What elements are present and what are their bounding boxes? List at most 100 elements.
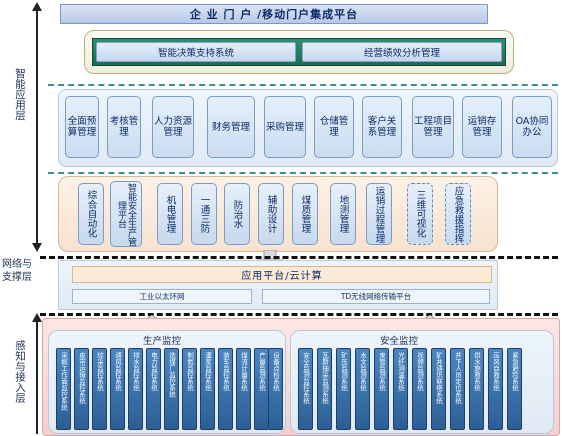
axis-arrow-up-sensing bbox=[32, 313, 42, 322]
prod-item-11: 应急救援指挥 bbox=[445, 183, 471, 245]
sm-item-9: 井下人员定位系统 bbox=[450, 348, 465, 430]
prod-item-8: 地测管理 bbox=[330, 183, 356, 245]
pm-item-5-label: 排水监控系统 bbox=[131, 352, 140, 391]
axis-line-app bbox=[36, 10, 38, 247]
safety-monitor-title: 安全监控 bbox=[380, 336, 419, 347]
prod-item-6: 辅助设计 bbox=[258, 183, 284, 245]
pm-item-8: 制氮监控系统 bbox=[182, 348, 197, 430]
sm-item-10-label: 供水施救系统 bbox=[472, 352, 481, 391]
prod-item-4-label: 一通三防 bbox=[198, 195, 210, 233]
layer-label-network: 网络与支撑层 bbox=[2, 259, 32, 283]
mgmt-item-8: 工程项目管理 bbox=[412, 96, 454, 158]
prod-item-4: 一通三防 bbox=[191, 183, 217, 245]
pm-item-10: 装车监控系统 bbox=[218, 348, 233, 430]
pm-item-3: 综采监控系统 bbox=[92, 348, 107, 430]
pm-item-6: 电力监控系统 bbox=[146, 348, 161, 430]
divider-black-1 bbox=[40, 256, 558, 259]
prod-item-7: 煤质管理 bbox=[292, 183, 318, 245]
sm-item-3-label: 矿压监测系统 bbox=[339, 352, 348, 391]
prod-item-10-label: 三维可视化 bbox=[414, 190, 426, 238]
sm-item-4-label: 水文监测系统 bbox=[358, 352, 367, 391]
decision-item-1: 智能决策支持系统 bbox=[96, 42, 296, 62]
pm-item-2: 皮带运输监控系统 bbox=[74, 348, 89, 430]
prod-item-10: 三维可视化 bbox=[407, 183, 433, 245]
mgmt-item-9: 运销存管理 bbox=[462, 96, 502, 158]
sm-item-1-label: 安全监测监控系统 bbox=[301, 352, 310, 404]
prod-item-3: 机电管理 bbox=[157, 183, 183, 245]
divider-black-2 bbox=[40, 313, 558, 316]
divider-dashed-1 bbox=[48, 84, 558, 86]
pm-item-7: 选煤厂监控系统 bbox=[164, 348, 179, 430]
mgmt-item-5: 采购管理 bbox=[264, 96, 306, 158]
mgmt-item-7: 客户关系管理 bbox=[362, 96, 402, 158]
pm-item-5: 排水监控系统 bbox=[128, 348, 143, 430]
sm-item-7: 视频监测系统 bbox=[412, 348, 427, 430]
platform-bar: 应用平台/云计算 bbox=[72, 266, 492, 283]
pm-item-1-label: 采掘工作面监控系统 bbox=[59, 352, 68, 411]
prod-item-2: 智能安全生产管理平台 bbox=[110, 181, 142, 247]
sm-item-8-label: 矿井通讯联络系统 bbox=[434, 352, 443, 404]
sm-item-4: 水文监测系统 bbox=[355, 348, 370, 430]
pm-item-3-label: 综采监控系统 bbox=[95, 352, 104, 391]
pm-item-11: 煤流计量系统 bbox=[236, 348, 251, 430]
sm-item-2-label: 瓦斯抽采监测系统 bbox=[320, 352, 329, 404]
mgmt-item-10: OA协同办公 bbox=[512, 96, 552, 158]
pm-item-8-label: 制氮监控系统 bbox=[185, 352, 194, 391]
pm-item-13-label: 设备点检系统 bbox=[271, 352, 280, 391]
prod-item-8-label: 地测管理 bbox=[337, 195, 349, 233]
sm-item-11: 压风自救系统 bbox=[488, 348, 503, 430]
ethernet-box: 工业以太环网 bbox=[72, 289, 252, 304]
layer-label-sensing: 感知与接入层 bbox=[14, 340, 26, 403]
sm-item-6: 光纤测温系统 bbox=[393, 348, 408, 430]
pm-item-7-label: 选煤厂监控系统 bbox=[167, 352, 176, 398]
portal-title: 企 业 门 户 /移动门户集成平台 bbox=[189, 8, 359, 21]
prod-item-1-label: 综合自动化 bbox=[85, 190, 97, 238]
layer-label-app: 智能应用层 bbox=[14, 68, 26, 121]
pm-item-9: 灌浆监控系统 bbox=[200, 348, 215, 430]
prod-item-6-label: 辅助设计 bbox=[265, 195, 277, 233]
mgmt-item-4: 财务管理 bbox=[207, 96, 255, 158]
sm-item-5-label: 束管监测系统 bbox=[377, 352, 386, 391]
pm-item-1: 采掘工作面监控系统 bbox=[56, 348, 71, 430]
prod-item-1: 综合自动化 bbox=[78, 183, 104, 245]
sm-item-9-label: 井下人员定位系统 bbox=[453, 352, 462, 404]
axis-arrow-up-top bbox=[32, 2, 42, 11]
prod-item-7-label: 煤质管理 bbox=[299, 195, 311, 233]
sm-item-8: 矿井通讯联络系统 bbox=[431, 348, 446, 430]
prod-item-9-label: 运销过程管理 bbox=[373, 185, 385, 243]
pm-item-13: 设备点检系统 bbox=[268, 348, 283, 430]
axis-arrow-down-app bbox=[32, 243, 42, 252]
mgmt-item-1: 全面预算管理 bbox=[65, 96, 99, 158]
pm-item-11-label: 煤流计量系统 bbox=[239, 352, 248, 391]
pm-item-6-label: 电力监控系统 bbox=[149, 352, 158, 391]
mgmt-item-3: 人力资源管理 bbox=[152, 96, 194, 158]
prod-item-11-label: 应急救援指挥 bbox=[452, 185, 464, 243]
pm-item-10-label: 装车监控系统 bbox=[221, 352, 230, 391]
td-network-box: TD无线网络传输平台 bbox=[262, 289, 490, 304]
sm-item-12: 紧急避险系统 bbox=[507, 348, 522, 430]
portal-header: 企 业 门 户 /移动门户集成平台 bbox=[60, 4, 488, 24]
sm-item-2: 瓦斯抽采监测系统 bbox=[317, 348, 332, 430]
sm-item-1: 安全监测监控系统 bbox=[298, 348, 313, 430]
sm-item-11-label: 压风自救系统 bbox=[491, 352, 500, 391]
pm-item-4-label: 通风监控系统 bbox=[113, 352, 122, 391]
prod-item-2-label: 智能安全生产管理平台 bbox=[116, 182, 136, 246]
prod-item-5: 防治水 bbox=[224, 183, 250, 245]
sm-item-3: 矿压监测系统 bbox=[336, 348, 351, 430]
axis-line-sensing bbox=[36, 321, 38, 434]
pm-item-9-label: 灌浆监控系统 bbox=[203, 352, 212, 391]
mgmt-item-6: 仓储管理 bbox=[314, 96, 354, 158]
sm-item-5: 束管监测系统 bbox=[374, 348, 389, 430]
prod-item-3-label: 机电管理 bbox=[164, 195, 176, 233]
prod-item-5-label: 防治水 bbox=[231, 199, 243, 229]
divider-dashed-2 bbox=[48, 172, 558, 174]
production-monitor-title: 生产监控 bbox=[143, 336, 182, 347]
sm-item-7-label: 视频监测系统 bbox=[415, 352, 424, 391]
sm-item-6-label: 光纤测温系统 bbox=[396, 352, 405, 391]
prod-item-9: 运销过程管理 bbox=[366, 183, 392, 245]
pm-item-2-label: 皮带运输监控系统 bbox=[77, 352, 86, 404]
pm-item-4: 通风监控系统 bbox=[110, 348, 125, 430]
pm-item-12: 产量监测系统 bbox=[254, 348, 269, 430]
sm-item-12-label: 紧急避险系统 bbox=[510, 352, 519, 391]
sm-item-10: 供水施救系统 bbox=[469, 348, 484, 430]
